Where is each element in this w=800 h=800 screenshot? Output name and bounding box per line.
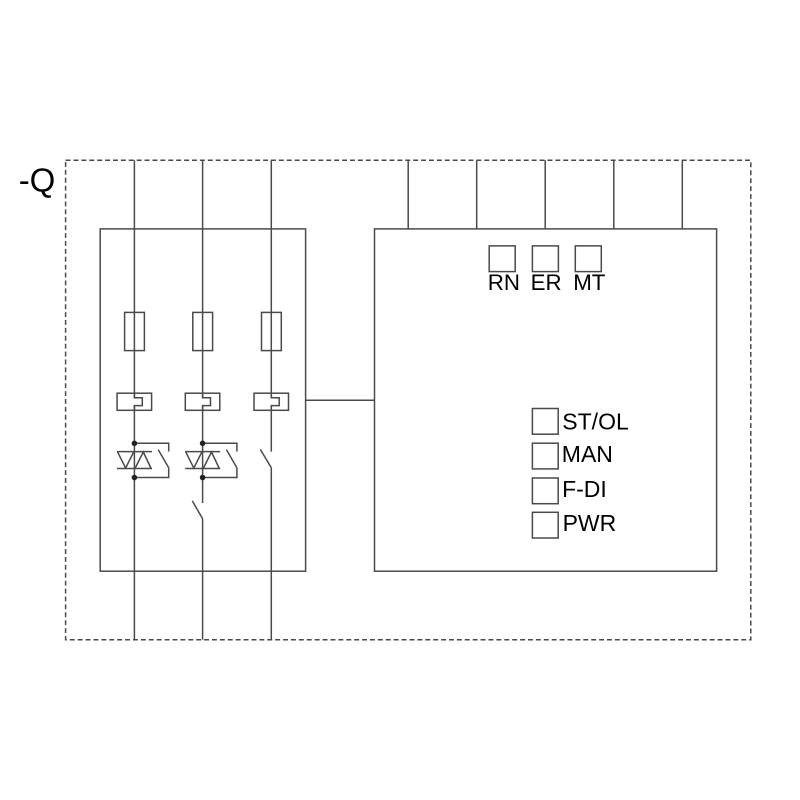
svg-text:PWR: PWR <box>563 510 617 536</box>
svg-text:-Q: -Q <box>19 162 56 199</box>
svg-text:ST/OL: ST/OL <box>562 408 629 434</box>
svg-text:RN: RN <box>488 270 520 295</box>
svg-text:F-DI: F-DI <box>562 476 607 502</box>
svg-text:MAN: MAN <box>562 441 613 467</box>
svg-text:ER: ER <box>531 270 562 295</box>
svg-text:MT: MT <box>573 270 606 295</box>
